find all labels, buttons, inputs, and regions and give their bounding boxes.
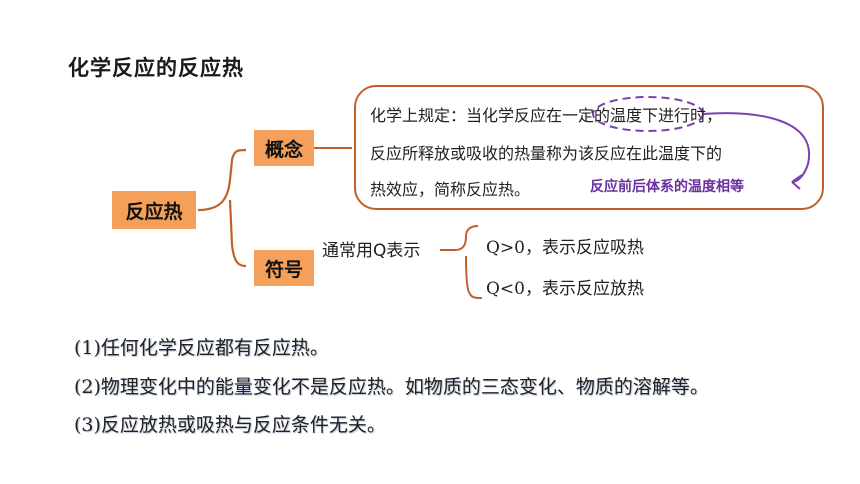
symbol-description: 通常用Q表示 bbox=[322, 241, 421, 261]
temperature-note: 反应前后体系的温度相等 bbox=[590, 179, 744, 195]
q-negative-line: Q<0，表示反应放热 bbox=[486, 279, 644, 299]
definition-line-3: 热效应，简称反应热。 bbox=[370, 180, 531, 199]
tree-brace bbox=[197, 148, 247, 268]
highlight-arrow bbox=[702, 112, 811, 183]
point-2: (2)物理变化中的能量变化不是反应热。如物质的三态变化、物质的溶解等。 bbox=[74, 376, 709, 398]
definition-box bbox=[354, 85, 824, 210]
page-title: 化学反应的反应热 bbox=[68, 56, 244, 80]
tag-concept: 概念 bbox=[254, 130, 314, 166]
tag-reaction-heat: 反应热 bbox=[112, 191, 196, 229]
arrow-head bbox=[791, 174, 803, 190]
definition-line-1: 化学上规定：当化学反应在一定的温度下进行时， bbox=[370, 106, 723, 125]
tag-symbol: 符号 bbox=[254, 250, 314, 286]
point-3: (3)反应放热或吸热与反应条件无关。 bbox=[74, 414, 386, 436]
point-1: (1)任何化学反应都有反应热。 bbox=[74, 337, 329, 359]
q-positive-line: Q>0，表示反应吸热 bbox=[486, 238, 644, 258]
definition-line-2: 反应所释放或吸收的热量称为该反应在此温度下的 bbox=[370, 144, 723, 163]
symbol-brace bbox=[440, 225, 483, 299]
